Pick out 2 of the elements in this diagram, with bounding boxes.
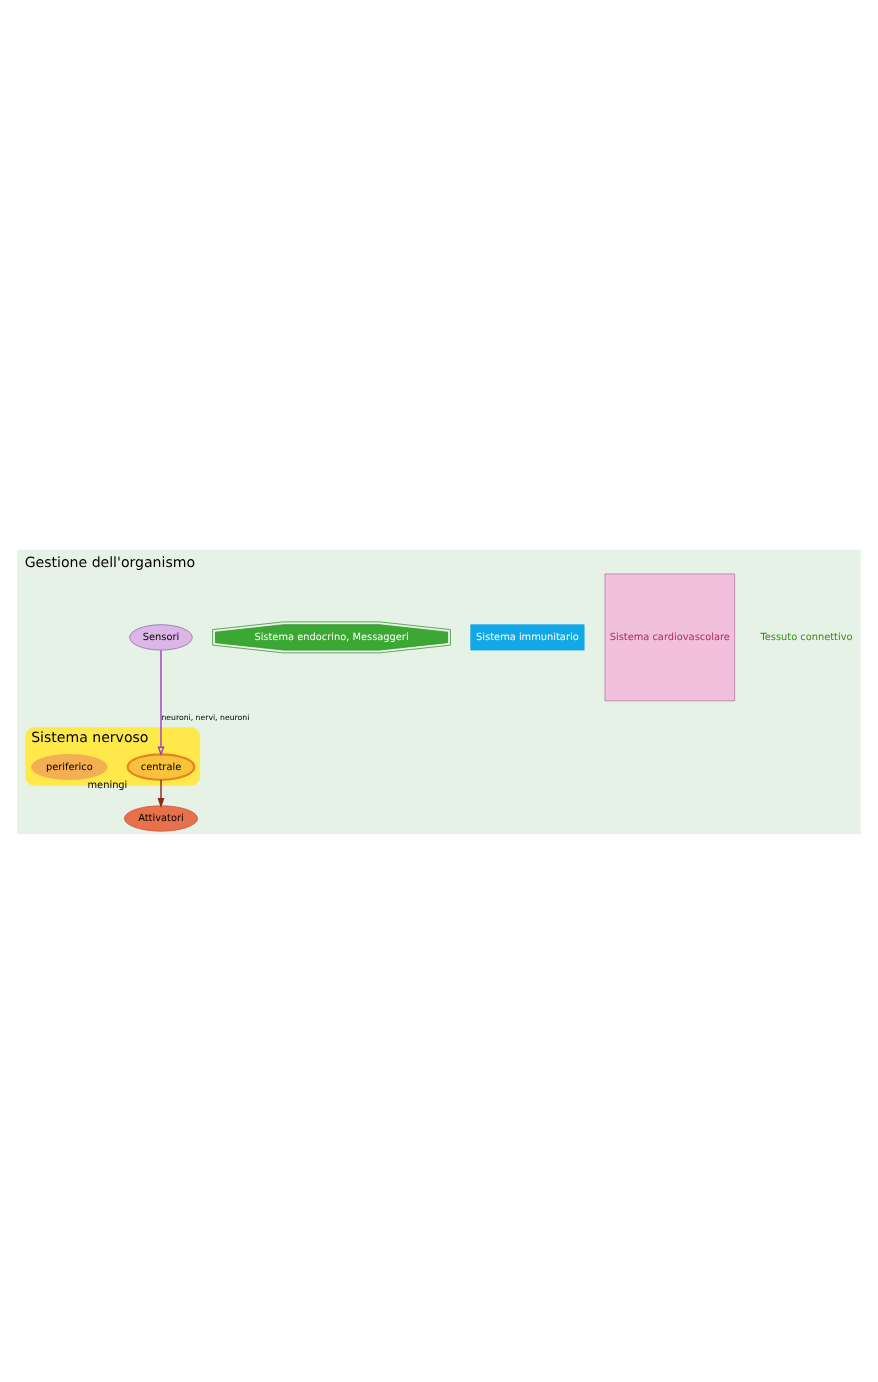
arrow [157,778,165,807]
arrow [157,648,165,756]
